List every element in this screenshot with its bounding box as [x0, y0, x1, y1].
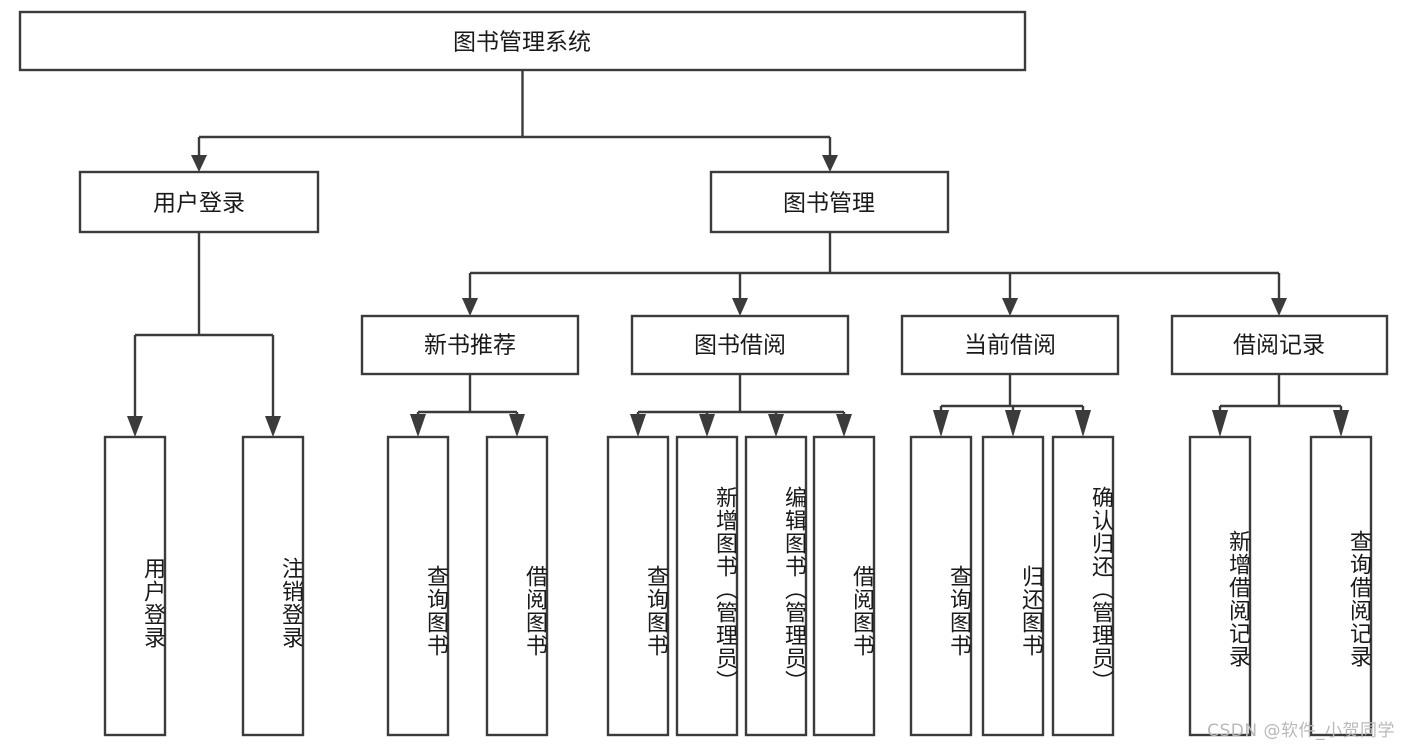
leaf-box-query-book-3[interactable] — [909, 435, 973, 737]
node-current-borrow[interactable]: 当前借阅 — [900, 314, 1120, 376]
arrowhead-current — [1002, 298, 1018, 316]
node-current-borrow-label: 当前借阅 — [964, 333, 1056, 359]
node-root-label: 图书管理系统 — [453, 30, 591, 56]
arrowhead-current-leaf3 — [1075, 410, 1091, 437]
arrowhead-records-leaf2 — [1333, 410, 1349, 437]
node-current-borrow-box[interactable] — [900, 314, 1120, 376]
node-new-book-recommend[interactable]: 新书推荐 — [360, 314, 580, 376]
arrowhead-borrow-leaf2 — [699, 414, 715, 437]
arrowhead-newbook — [462, 298, 478, 316]
arrowhead-borrow-leaf1 — [630, 414, 646, 437]
leaf-box-return-book[interactable] — [981, 435, 1045, 737]
arrowhead-leaf-user-login — [127, 416, 143, 437]
node-root-box[interactable] — [18, 10, 1027, 72]
arrowhead-book-mgmt — [822, 155, 838, 172]
connector-layer — [127, 70, 1349, 437]
leaf-box-user-login[interactable] — [103, 435, 167, 737]
leaf-boxes-layer — [103, 435, 1373, 737]
node-user-login[interactable]: 用户登录 — [78, 170, 320, 234]
node-book-borrow-label: 图书借阅 — [694, 333, 786, 359]
arrowhead-current-leaf2 — [1005, 410, 1021, 437]
node-book-borrow[interactable]: 图书借阅 — [630, 314, 850, 376]
arrowhead-borrow-leaf3 — [768, 414, 784, 437]
node-book-management-label: 图书管理 — [783, 191, 875, 217]
arrowhead-newbook-leaf2 — [509, 414, 525, 437]
leaf-box-logout[interactable] — [241, 435, 305, 737]
arrowhead-newbook-leaf1 — [410, 414, 426, 437]
node-borrow-records[interactable]: 借阅记录 — [1170, 314, 1389, 376]
node-book-management-box[interactable] — [709, 170, 950, 234]
node-new-book-recommend-box[interactable] — [360, 314, 580, 376]
leaf-box-borrow-book-1[interactable] — [485, 435, 549, 737]
arrowhead-borrow — [732, 298, 748, 316]
leaf-box-query-book-1[interactable] — [386, 435, 450, 737]
node-user-login-label: 用户登录 — [153, 191, 245, 217]
leaf-box-query-borrow-record[interactable] — [1309, 435, 1373, 737]
arrowhead-user-login — [191, 155, 207, 172]
leaf-box-add-borrow-record[interactable] — [1188, 435, 1252, 737]
node-book-management[interactable]: 图书管理 — [709, 170, 950, 234]
leaf-box-add-book-admin[interactable] — [675, 435, 739, 737]
arrowhead-current-leaf1 — [933, 410, 949, 437]
arrowhead-records — [1271, 298, 1287, 316]
arrowhead-records-leaf1 — [1212, 410, 1228, 437]
leaf-box-query-book-2[interactable] — [606, 435, 670, 737]
leaf-box-edit-book-admin[interactable] — [744, 435, 808, 737]
node-book-borrow-box[interactable] — [630, 314, 850, 376]
arrowhead-borrow-leaf4 — [836, 414, 852, 437]
leaf-box-confirm-return-admin[interactable] — [1051, 435, 1115, 737]
leaf-box-borrow-book-2[interactable] — [812, 435, 876, 737]
watermark-text: CSDN @软件_小贺同学 — [1207, 721, 1395, 741]
node-root[interactable]: 图书管理系统 — [18, 10, 1027, 72]
node-borrow-records-label: 借阅记录 — [1233, 333, 1325, 359]
node-user-login-box[interactable] — [78, 170, 320, 234]
node-new-book-recommend-label: 新书推荐 — [424, 333, 516, 359]
node-borrow-records-box[interactable] — [1170, 314, 1389, 376]
arrowhead-leaf-logout — [265, 416, 281, 437]
